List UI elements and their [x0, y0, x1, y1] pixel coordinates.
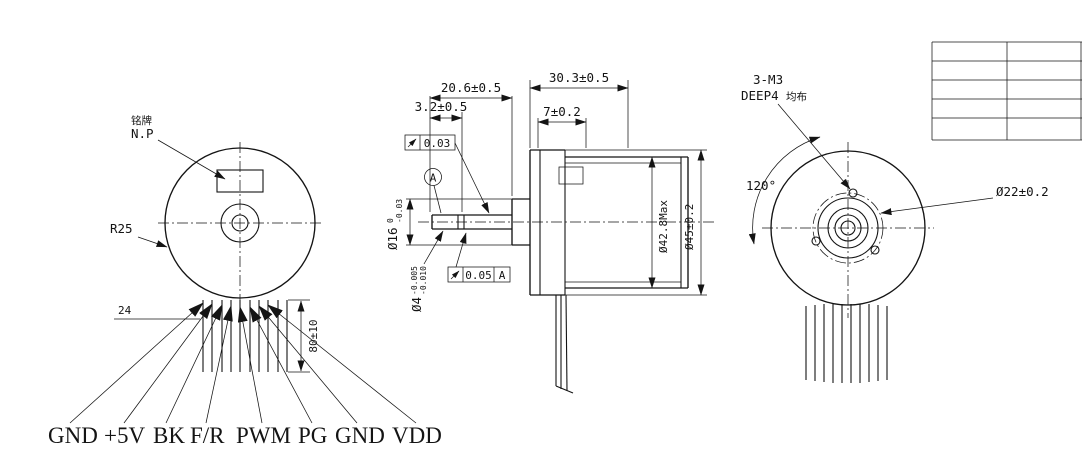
title-block-table: [931, 41, 1082, 141]
runout-rear-value: 0.05: [465, 269, 492, 282]
dim-pilot-depth-label: 7±0.2: [543, 104, 581, 119]
wire-label-fr: F/R: [190, 423, 225, 448]
front-view-centerlines: [158, 142, 322, 306]
wire-label-pwm: PWM: [236, 423, 291, 448]
gdt-frame-front: 0.03: [404, 134, 490, 214]
runout-front-value: 0.03: [424, 137, 451, 150]
wire-line-foot: [555, 385, 574, 394]
tap-hole: [848, 188, 858, 198]
dia-pilot-label: Ø16: [385, 227, 400, 250]
dia-flange-dimension: Ø45±0.2: [683, 149, 705, 296]
wire-labels: GND +5V BK F/R PWM PG GND VDD: [48, 423, 442, 448]
rear-view: 3-M3 DEEP4 均布 120° Ø22±0.2: [741, 72, 1049, 383]
dia-flange-label: Ø45±0.2: [683, 204, 696, 250]
tap-note-line1: 3-M3: [753, 72, 783, 87]
wire-label-arrow: [237, 306, 263, 424]
dim-shaft-total-label: 20.6±0.5: [441, 80, 501, 95]
side-view-wires: [555, 294, 574, 394]
dia-pilot-tol-lower: -0.03: [395, 199, 404, 223]
nameplate-note: N.P: [131, 126, 154, 141]
tap-note-line2: DEEP4: [741, 88, 779, 103]
dia-shaft-label: Ø4: [409, 297, 424, 312]
angle-dimension-arc: [748, 136, 821, 245]
front-view: 铭牌 N.P R25 24 80±10: [48, 114, 442, 448]
dia-shaft-dimension: Ø4 -0.005 -0.010: [409, 230, 444, 312]
dim-shaft-front-label: 3.2±0.5: [415, 99, 468, 114]
wire-label-arrow: [123, 303, 213, 424]
dim-shaft-front: 3.2±0.5: [415, 99, 468, 212]
nameplate-leader-line: [157, 139, 226, 180]
leader-line: [423, 230, 444, 265]
angle-label: 120°: [746, 178, 776, 193]
shaft-boss-circle: [220, 203, 260, 243]
shaft-outline: [431, 198, 530, 246]
front-view-pins: [202, 300, 288, 372]
bolt-circle-leader-line: [880, 197, 994, 216]
dim-body-length: 30.3±0.5: [529, 70, 629, 148]
runout-rear-datum: A: [499, 269, 506, 282]
rear-view-pins: [805, 304, 888, 383]
datum-feature: A: [424, 168, 442, 214]
gdt-frame-rect: [404, 134, 456, 151]
body-outline: [529, 149, 707, 296]
wire-line: [565, 294, 568, 392]
radius-leader-line: [137, 236, 168, 248]
shaft-circle: [231, 214, 249, 232]
wire-label-arrow: [258, 305, 358, 424]
wire-label-vdd: VDD: [392, 423, 442, 448]
gdt-leader-line: [454, 142, 490, 214]
dia-pilot-dimension: Ø16 0 -0.03: [385, 198, 512, 250]
wire-label-arrows: [69, 302, 417, 424]
body-label-box: [558, 166, 584, 185]
dia-body-max-label: Ø42.8Max: [657, 200, 670, 253]
pin-dim-label: 24: [118, 304, 132, 317]
dim-pilot-depth: 7±0.2: [537, 104, 587, 148]
wire-label-gnd-1: GND: [48, 423, 98, 448]
dim-body-length-label: 30.3±0.5: [549, 70, 609, 85]
tap-hole: [870, 245, 880, 255]
tap-note-leader-line: [777, 103, 851, 190]
gdt-leader-line: [455, 232, 467, 268]
runout-symbol-icon: [450, 270, 460, 280]
wire-length-label: 80±10: [307, 319, 320, 352]
datum-label: A: [430, 172, 437, 185]
dia-body-max-dimension: Ø42.8Max: [648, 156, 670, 289]
nameplate-rect: [216, 169, 264, 193]
bearing-circle: [827, 207, 869, 249]
wire-label-bk: BK: [153, 423, 185, 448]
wire-label-pg: PG: [298, 423, 327, 448]
wire-label-arrow: [267, 304, 417, 424]
wire-label-5v: +5V: [104, 423, 145, 448]
dia-pilot-tol-upper: 0: [386, 218, 395, 223]
bolt-circle-label: Ø22±0.2: [996, 184, 1049, 199]
wire-label-arrow: [69, 302, 204, 424]
datum-circle: [424, 168, 442, 186]
tap-hole: [811, 236, 821, 246]
dia-shaft-tol-upper: -0.005: [410, 266, 419, 295]
wire-label-arrow: [205, 305, 233, 424]
nameplate-note-cn: 铭牌: [131, 114, 152, 127]
hub-circle: [834, 214, 862, 242]
radius-label: R25: [110, 221, 133, 236]
shaft-circle: [840, 220, 856, 236]
runout-symbol-icon: [407, 138, 417, 148]
motor-outer-circle: [164, 147, 316, 299]
dia-shaft-tol-lower: -0.010: [419, 266, 428, 295]
wire-label-arrow: [249, 306, 313, 424]
gdt-frame-rear: 0.05 A: [447, 232, 511, 283]
tap-note-suffix: 均布: [786, 91, 807, 103]
wire-label-arrow: [165, 304, 223, 424]
wire-length-dimension: 80±10: [288, 299, 320, 373]
side-view: 20.6±0.5 30.3±0.5 3.2±0.5 7±0.2 0.03: [385, 70, 714, 394]
gdt-frame-rect: [447, 266, 511, 283]
wire-label-gnd-2: GND: [335, 423, 385, 448]
